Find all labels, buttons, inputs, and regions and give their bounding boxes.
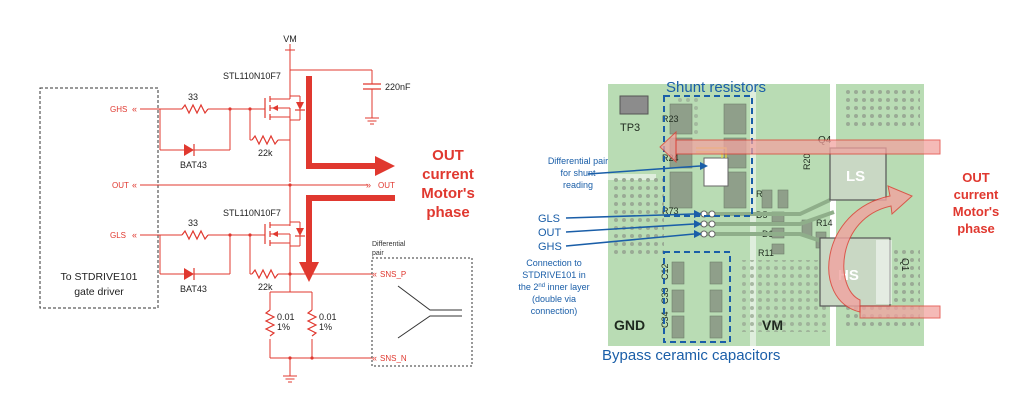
port-out-right: OUT bbox=[378, 181, 395, 190]
annotation-out: OUT bbox=[432, 147, 464, 164]
pcb-annotation-current: current bbox=[954, 187, 999, 202]
bypass-caps-box bbox=[663, 251, 731, 343]
current-arrow-high bbox=[306, 76, 378, 169]
cap-value: 220nF bbox=[385, 82, 411, 92]
port-out-left-arrow: « bbox=[132, 180, 137, 190]
diff-pair-label-1: Differential pair bbox=[548, 156, 608, 166]
diode-bottom bbox=[160, 268, 230, 280]
gate-driver-label-2: gate driver bbox=[74, 286, 124, 298]
mosfet-top-label: STL110N10F7 bbox=[223, 71, 281, 81]
sig-gls: GLS bbox=[538, 213, 560, 225]
label-gnd: GND bbox=[614, 317, 645, 333]
pull-resistor-top bbox=[251, 134, 279, 146]
mosfet-bottom-label: STL110N10F7 bbox=[223, 208, 281, 218]
pcb-annotation-motors: Motor's bbox=[953, 204, 999, 219]
ground-symbol bbox=[283, 375, 297, 383]
shunt-resistor-2 bbox=[306, 309, 318, 337]
net-vm-label: VM bbox=[283, 34, 297, 44]
r-gate-top-value: 33 bbox=[188, 92, 198, 102]
r-pull-top-value: 22k bbox=[258, 148, 273, 158]
r-pull-bottom-value: 22k bbox=[258, 282, 273, 292]
shunt-resistor-1 bbox=[264, 309, 276, 337]
r-gate-bottom-value: 33 bbox=[188, 218, 198, 228]
shunt2-value: 0.01 bbox=[319, 312, 337, 322]
pcb-layout: TP3 R23 R24 R73 R17 D5 D1 R11 R14 R20 C1… bbox=[518, 79, 999, 364]
shunt1-value: 0.01 bbox=[277, 312, 295, 322]
port-gls-arrow: « bbox=[132, 230, 137, 240]
ref-r73: R73 bbox=[662, 206, 679, 216]
diode-bottom-label: BAT43 bbox=[180, 284, 207, 294]
ref-c33: C33 bbox=[660, 287, 670, 304]
sig-out: OUT bbox=[538, 227, 562, 239]
annotation-current: current bbox=[422, 166, 474, 183]
shunt1-tol: 1% bbox=[277, 322, 290, 332]
conn-label-1: Connection to bbox=[526, 258, 582, 268]
port-ghs: GHS bbox=[110, 105, 127, 114]
conn-label-4: (double via bbox=[532, 294, 576, 304]
diode-top bbox=[160, 144, 230, 156]
port-out-left: OUT bbox=[112, 181, 129, 190]
current-flow-ls bbox=[675, 139, 941, 155]
port-sns-n: SNS_N bbox=[380, 354, 407, 363]
port-out-right-arrow: » bbox=[366, 180, 371, 190]
bulk-capacitor bbox=[363, 70, 381, 125]
diff-pair-label-2: for shunt bbox=[560, 168, 596, 178]
tp3-label: TP3 bbox=[620, 122, 640, 134]
current-arrow-low bbox=[306, 195, 395, 264]
ref-r20: R20 bbox=[802, 153, 812, 170]
port-gls: GLS bbox=[110, 231, 126, 240]
title-shunt-resistors: Shunt resistors bbox=[666, 79, 766, 96]
mosfet-ls-package bbox=[829, 147, 887, 201]
gate-driver-label-1: To STDRIVE101 bbox=[60, 271, 137, 283]
sns-p-arrow: « bbox=[372, 269, 377, 279]
ref-r14: R14 bbox=[816, 218, 833, 228]
half-bridge-schematic: To STDRIVE101 gate driver VM 220nF GHS «… bbox=[39, 34, 475, 383]
label-q1: Q1 bbox=[899, 258, 910, 272]
gate-driver-box bbox=[39, 87, 159, 309]
shunt-resistors-box bbox=[663, 95, 753, 217]
current-flow-hs bbox=[859, 305, 941, 319]
diode-top-label: BAT43 bbox=[180, 160, 207, 170]
annotation-motors: Motor's bbox=[421, 185, 475, 202]
shunt2-tol: 1% bbox=[319, 322, 332, 332]
label-vm: VM bbox=[762, 317, 783, 333]
title-bypass-caps: Bypass ceramic capacitors bbox=[602, 347, 780, 364]
current-curve-arrow bbox=[828, 185, 913, 313]
gate-resistor-top bbox=[181, 103, 209, 115]
gate-resistor-bottom bbox=[181, 229, 209, 241]
ref-r24: R24 bbox=[662, 153, 679, 163]
port-ghs-arrow: « bbox=[132, 104, 137, 114]
mosfet-low-side bbox=[264, 221, 305, 292]
conn-label-2: STDRIVE101 in bbox=[522, 270, 586, 280]
tp3-pad bbox=[619, 95, 649, 115]
mosfet-high-side bbox=[264, 88, 305, 182]
pcb-annotation-phase: phase bbox=[957, 221, 995, 236]
port-sns-p: SNS_P bbox=[380, 270, 406, 279]
sns-n-arrow: « bbox=[372, 353, 377, 363]
diff-pair-label-1: Differential bbox=[372, 241, 406, 248]
pull-resistor-bottom bbox=[251, 268, 279, 280]
label-ls: LS bbox=[846, 168, 865, 185]
pcb-annotation-out: OUT bbox=[962, 170, 990, 185]
ref-r11: R11 bbox=[758, 248, 774, 258]
differential-pair-box bbox=[371, 257, 473, 367]
ref-r23: R23 bbox=[662, 114, 679, 124]
annotation-phase: phase bbox=[426, 204, 469, 221]
conn-label-5: connection) bbox=[531, 306, 578, 316]
diff-pair-label-3: reading bbox=[563, 180, 593, 190]
diff-pair-label-2: pair bbox=[372, 250, 384, 257]
sig-ghs: GHS bbox=[538, 241, 562, 253]
diff-pair-traces bbox=[397, 285, 462, 339]
conn-label-3: the 2nd inner layer bbox=[518, 282, 589, 292]
